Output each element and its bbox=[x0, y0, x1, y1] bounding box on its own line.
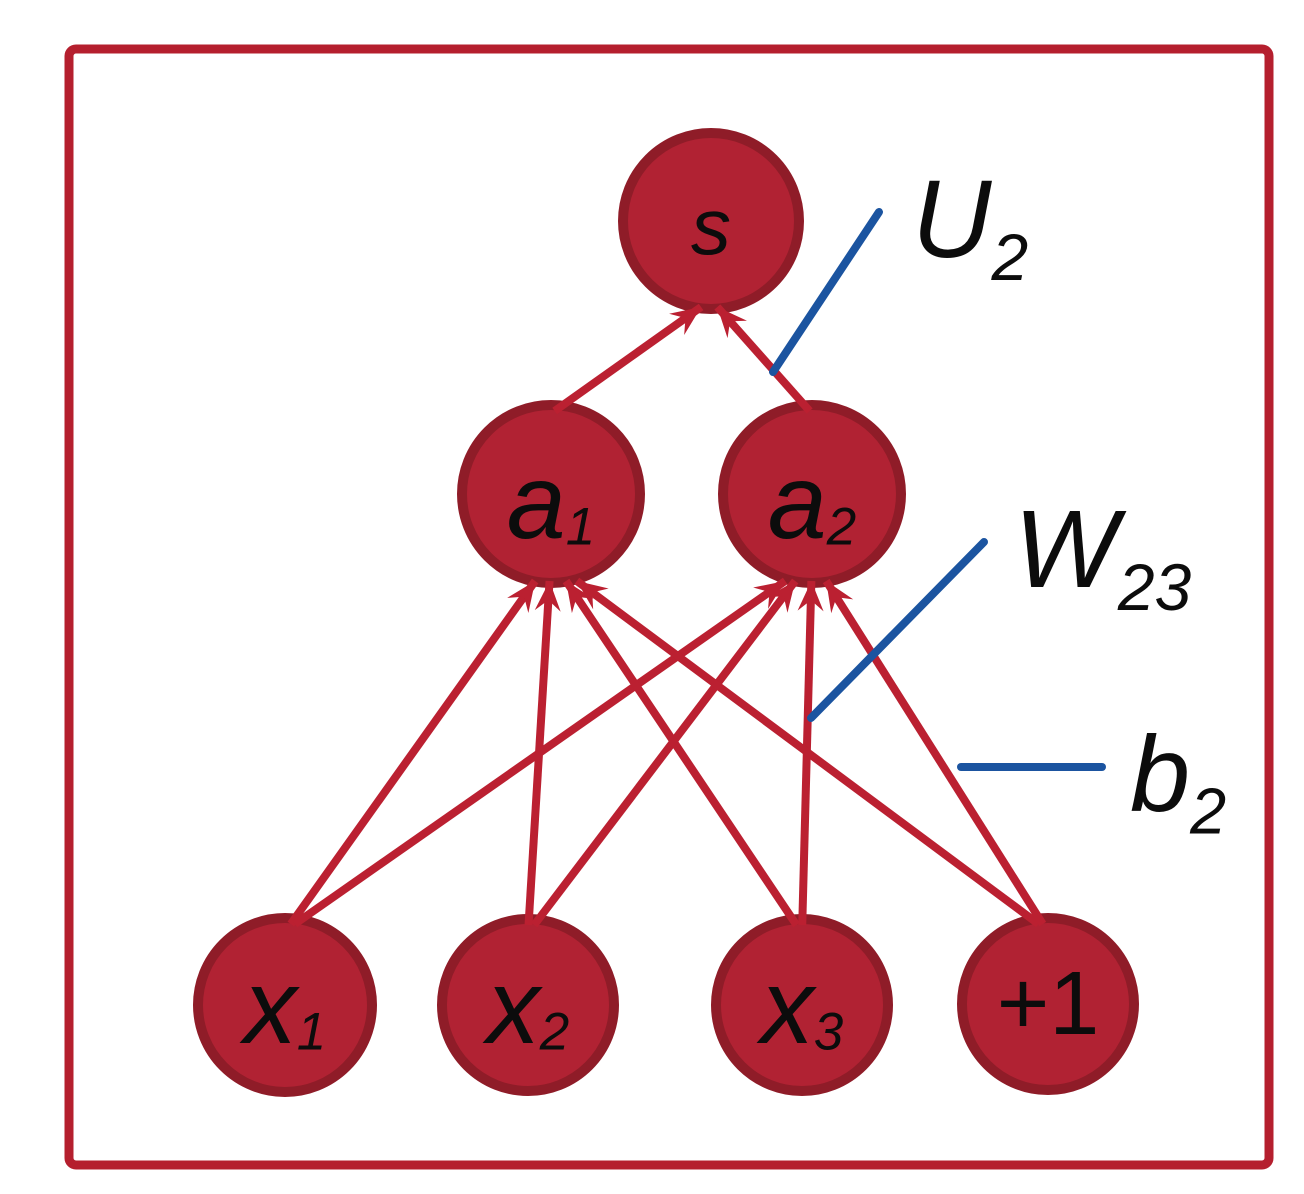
node-a1 bbox=[457, 400, 645, 588]
edge-x3-a1 bbox=[562, 578, 800, 928]
edge-x2-a2 bbox=[530, 578, 799, 928]
edge-bias-a1 bbox=[574, 577, 1041, 928]
pointer-line-W23 bbox=[807, 538, 988, 722]
edge-x1-a1 bbox=[287, 578, 539, 927]
pointer-line-U2 bbox=[769, 208, 883, 376]
edge-bias-a2 bbox=[822, 578, 1047, 927]
node-a2 bbox=[718, 400, 906, 588]
edge-a1-s bbox=[552, 303, 704, 415]
edge-a2-s bbox=[714, 304, 813, 414]
node-x1 bbox=[193, 913, 377, 1097]
node-s bbox=[618, 128, 804, 314]
node-bias bbox=[957, 913, 1139, 1095]
edge-x2-a1 bbox=[524, 580, 561, 926]
node-x2 bbox=[437, 914, 619, 1096]
diagram-frame bbox=[64, 44, 1274, 1170]
node-x3 bbox=[711, 914, 893, 1096]
